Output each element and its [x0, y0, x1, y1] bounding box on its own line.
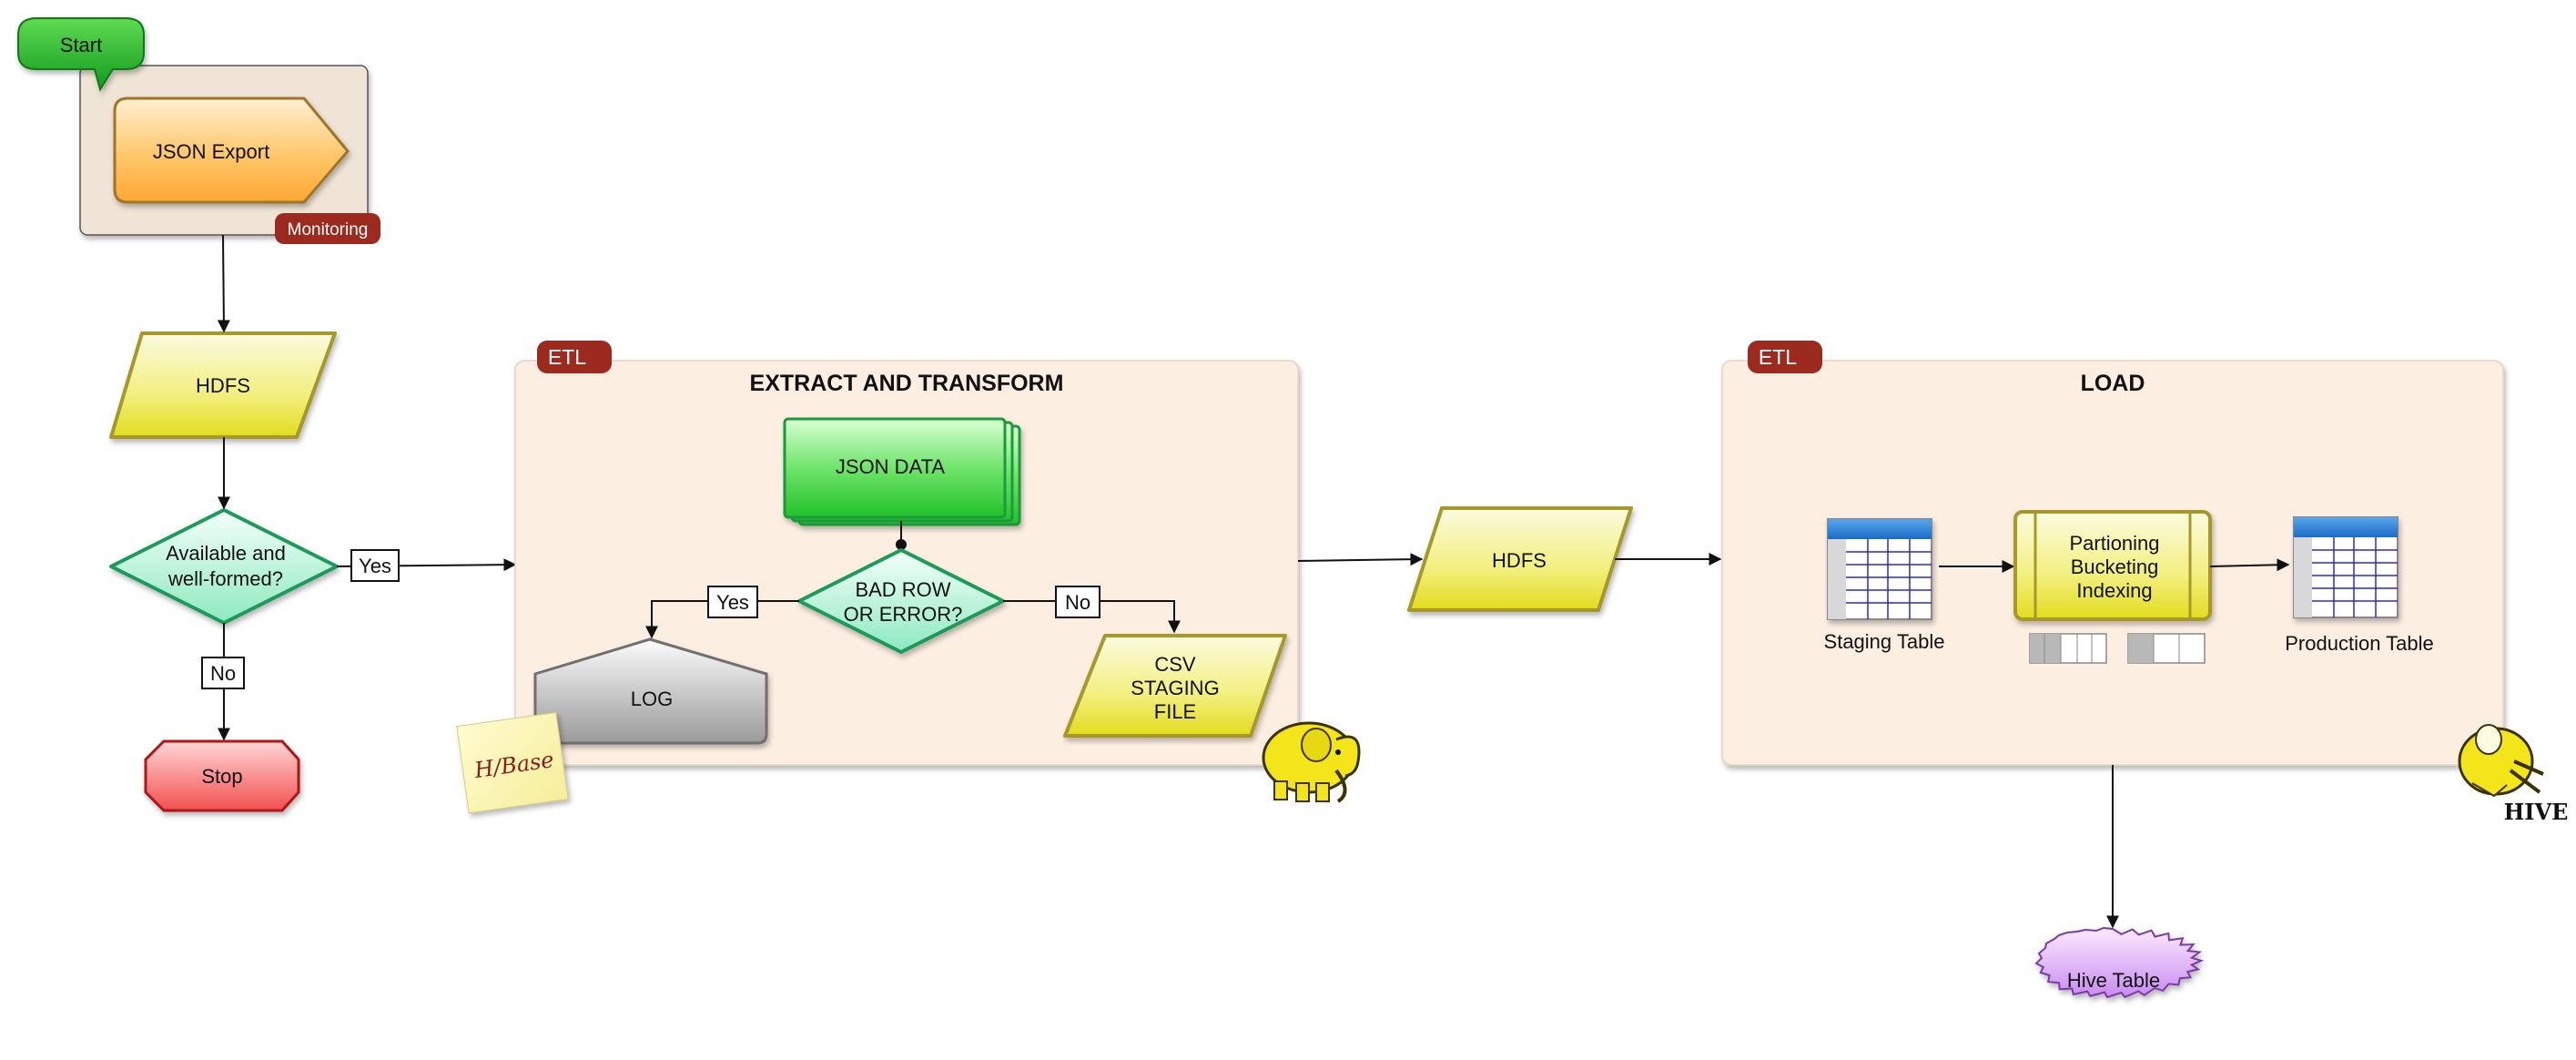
hadoop-elephant-icon [1262, 721, 1361, 803]
yes-label-box-2 [707, 586, 758, 618]
production-table-label: Production Table [2285, 632, 2434, 655]
monitoring-tag [275, 213, 380, 244]
stop-label: Stop [201, 765, 242, 788]
csv-staging-node[interactable] [1063, 634, 1287, 738]
csv-label-line1: CSV [1154, 653, 1196, 676]
hdfs-node-1[interactable] [109, 331, 337, 439]
decision-bad-row-line1: BAD ROW [855, 578, 950, 601]
extract-panel-title: EXTRACT AND TRANSFORM [750, 371, 1064, 396]
decision-available[interactable] [109, 508, 339, 625]
process-line2: Bucketing [2071, 555, 2159, 578]
hdfs-node-2[interactable] [1407, 506, 1633, 612]
json-data-node[interactable] [783, 417, 1021, 526]
decision-bad-row-line2: OR ERROR? [844, 603, 963, 626]
yes-label-2: Yes [716, 591, 749, 614]
yes-label-box-1 [350, 549, 400, 582]
hdfs-1-label: HDFS [196, 374, 250, 397]
edge-export-to-hdfs [217, 234, 230, 333]
bucket-icon-2 [2127, 633, 2206, 664]
load-etl-tag [1748, 341, 1822, 373]
start-label: Start [60, 34, 102, 56]
no-label-box-1 [201, 657, 245, 689]
hive-logo-text: HIVE [2504, 799, 2569, 825]
decision-bad-row[interactable] [797, 548, 1005, 654]
json-data-label: JSON DATA [836, 455, 946, 478]
hdfs-2-label: HDFS [1492, 549, 1547, 572]
edge-process-to-production [2209, 558, 2290, 572]
hive-table-label: Hive Table [2067, 969, 2160, 992]
bucket-icon-1 [2029, 633, 2107, 664]
partitioning-process-node[interactable] [2013, 510, 2212, 621]
hive-table-node[interactable] [2034, 926, 2205, 999]
process-line1: Partioning [2069, 532, 2159, 555]
staging-table-icon [1827, 518, 1932, 620]
load-panel-title: LOAD [2081, 371, 2145, 396]
decision-available-line2: well-formed? [167, 567, 283, 590]
decision-available-line1: Available and [166, 542, 286, 565]
json-export-node[interactable] [113, 97, 350, 204]
csv-label-line3: FILE [1154, 700, 1196, 723]
json-export-label: JSON Export [153, 140, 269, 163]
extract-etl-tag-label: ETL [548, 345, 586, 369]
stop-node[interactable] [144, 739, 300, 812]
no-label-box-2 [1055, 586, 1100, 618]
hbase-sticky-note [456, 711, 569, 814]
no-label-1: No [210, 662, 236, 685]
hive-bee-icon [2458, 724, 2544, 798]
extract-etl-tag [537, 341, 612, 373]
staging-table-label: Staging Table [1824, 630, 1945, 653]
csv-label-line2: STAGING [1131, 677, 1219, 699]
no-label-2: No [1065, 591, 1090, 614]
process-line3: Indexing [2076, 579, 2152, 602]
production-table-icon [2293, 516, 2399, 618]
start-node[interactable] [17, 17, 145, 92]
monitoring-label: Monitoring [288, 220, 369, 240]
log-label: LOG [631, 688, 673, 710]
edge-extract-to-hdfs [1297, 553, 1424, 566]
yes-label-1: Yes [359, 555, 391, 577]
load-etl-tag-label: ETL [1759, 345, 1797, 369]
